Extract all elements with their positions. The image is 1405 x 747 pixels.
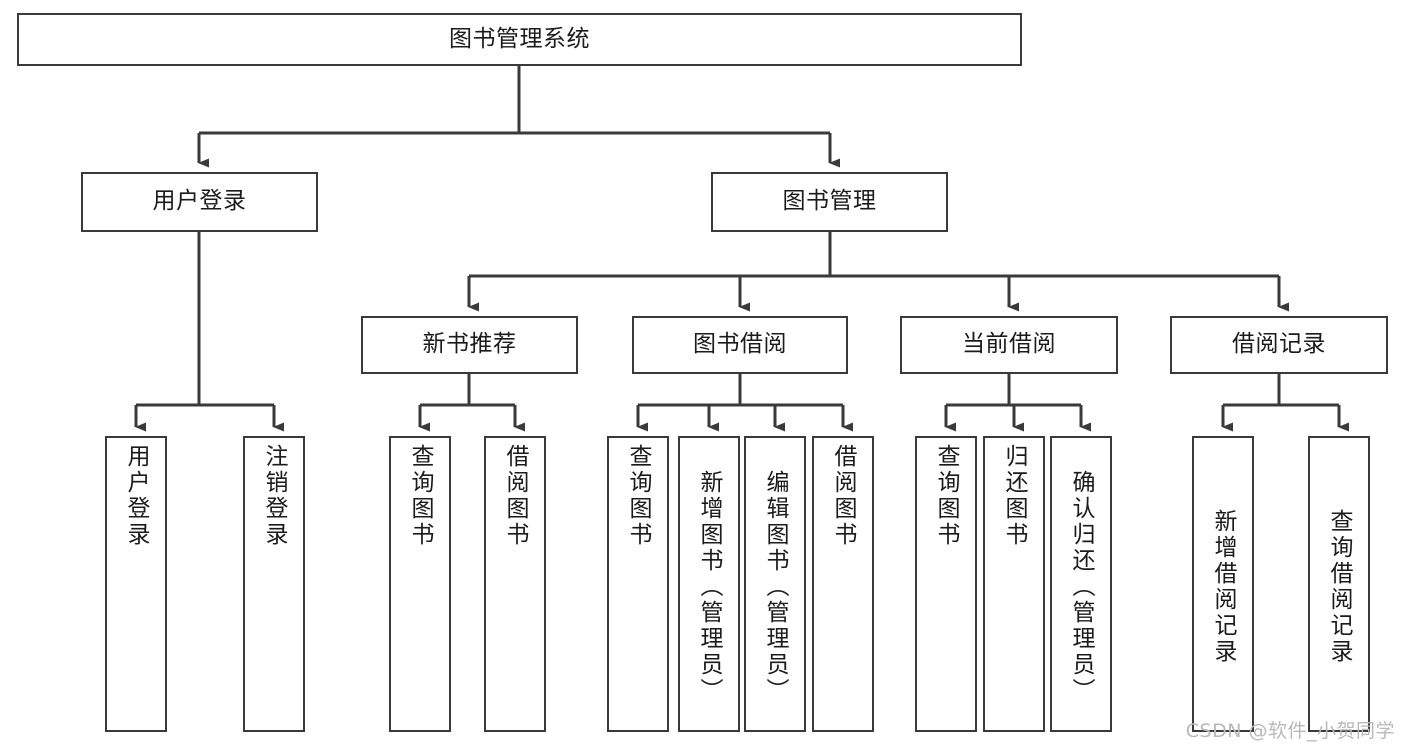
- node-new-book-recommend[interactable]: 新书推荐: [361, 316, 578, 374]
- leaf-query-borrow-record-label: 查询借阅记录: [1326, 509, 1353, 665]
- leaf-borrow-book-borrow[interactable]: 借阅图书: [812, 436, 874, 732]
- leaf-user-login-label: 用户登录: [123, 444, 150, 548]
- node-new-book-recommend-label: 新书推荐: [422, 331, 517, 358]
- node-book-management-label: 图书管理: [782, 188, 877, 215]
- leaf-query-book-newbook[interactable]: 查询图书: [389, 436, 451, 732]
- leaf-query-book-current[interactable]: 查询图书: [915, 436, 977, 732]
- leaf-edit-book-admin-label: 编辑图书（管理员）: [762, 470, 789, 704]
- leaf-query-borrow-record[interactable]: 查询借阅记录: [1308, 436, 1370, 732]
- leaf-query-book-borrow-label: 查询图书: [625, 444, 652, 548]
- node-borrow-record[interactable]: 借阅记录: [1170, 316, 1388, 374]
- leaf-user-login[interactable]: 用户登录: [105, 436, 167, 732]
- node-book-management[interactable]: 图书管理: [711, 172, 948, 232]
- leaf-query-book-borrow[interactable]: 查询图书: [607, 436, 669, 732]
- node-root-label: 图书管理系统: [449, 25, 590, 52]
- node-book-borrow-label: 图书借阅: [693, 331, 787, 358]
- node-user-login[interactable]: 用户登录: [81, 172, 318, 232]
- node-current-borrow-label: 当前借阅: [962, 331, 1056, 358]
- node-root[interactable]: 图书管理系统: [17, 13, 1022, 66]
- node-user-login-label: 用户登录: [152, 188, 247, 215]
- leaf-add-borrow-record-label: 新增借阅记录: [1210, 509, 1237, 665]
- node-current-borrow[interactable]: 当前借阅: [900, 316, 1118, 374]
- leaf-confirm-return-admin-label: 确认归还（管理员）: [1068, 470, 1095, 704]
- leaf-add-book-admin[interactable]: 新增图书（管理员）: [678, 436, 740, 732]
- leaf-add-borrow-record[interactable]: 新增借阅记录: [1192, 436, 1254, 732]
- leaf-logout[interactable]: 注销登录: [243, 436, 305, 732]
- leaf-query-book-current-label: 查询图书: [933, 444, 960, 548]
- node-book-borrow[interactable]: 图书借阅: [632, 316, 848, 374]
- leaf-add-book-admin-label: 新增图书（管理员）: [696, 470, 723, 704]
- leaf-borrow-book-newbook-label: 借阅图书: [502, 444, 529, 548]
- leaf-query-book-newbook-label: 查询图书: [407, 444, 434, 548]
- leaf-edit-book-admin[interactable]: 编辑图书（管理员）: [744, 436, 806, 732]
- leaf-return-book-label: 归还图书: [1001, 444, 1028, 548]
- leaf-confirm-return-admin[interactable]: 确认归还（管理员）: [1050, 436, 1112, 732]
- leaf-return-book[interactable]: 归还图书: [983, 436, 1045, 732]
- csdn-watermark: CSDN @软件_小贺同学: [1185, 720, 1395, 742]
- leaf-borrow-book-borrow-label: 借阅图书: [830, 444, 857, 548]
- leaf-borrow-book-newbook[interactable]: 借阅图书: [484, 436, 546, 732]
- node-borrow-record-label: 借阅记录: [1232, 331, 1326, 358]
- leaf-logout-label: 注销登录: [261, 444, 288, 548]
